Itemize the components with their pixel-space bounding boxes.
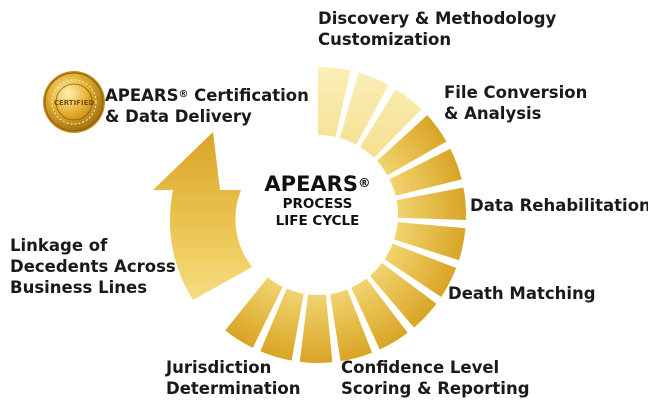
return-arrow: [153, 132, 252, 300]
step-label-certification: APEARS® Certification & Data Delivery: [105, 86, 309, 126]
cycle-segment: [394, 222, 466, 261]
cycle-segment: [351, 278, 408, 350]
cycle-segment: [384, 243, 457, 298]
cycle-segment: [260, 288, 304, 361]
cycle-segment: [360, 89, 422, 158]
gold-certification-seal-icon: CERTIFIED: [43, 71, 105, 133]
step-label-data-rehabilitation: Data Rehabilitation: [470, 196, 648, 215]
cycle-segment: [389, 148, 462, 196]
cycle-segment: [377, 115, 447, 176]
cycle-segment: [369, 262, 437, 328]
cycle-segment: [299, 294, 333, 363]
cycle-segment: [225, 277, 283, 348]
cycle-segment: [330, 289, 373, 362]
seal-text: CERTIFIED: [54, 99, 95, 107]
center-line-2: LIFE CYCLE: [275, 213, 360, 229]
cycle-segment: [396, 187, 466, 221]
cycle-center-title: APEARS® PROCESS LIFE CYCLE: [250, 172, 385, 230]
cycle-segments: [225, 67, 466, 363]
center-title: APEARS®: [264, 172, 371, 196]
cycle-segment: [318, 67, 351, 137]
center-line-1: PROCESS: [282, 196, 353, 212]
step-label-death-matching: Death Matching: [448, 284, 596, 303]
step-label-file-conversion: File Conversion& Analysis: [444, 83, 588, 123]
cycle-segment: [339, 72, 389, 145]
